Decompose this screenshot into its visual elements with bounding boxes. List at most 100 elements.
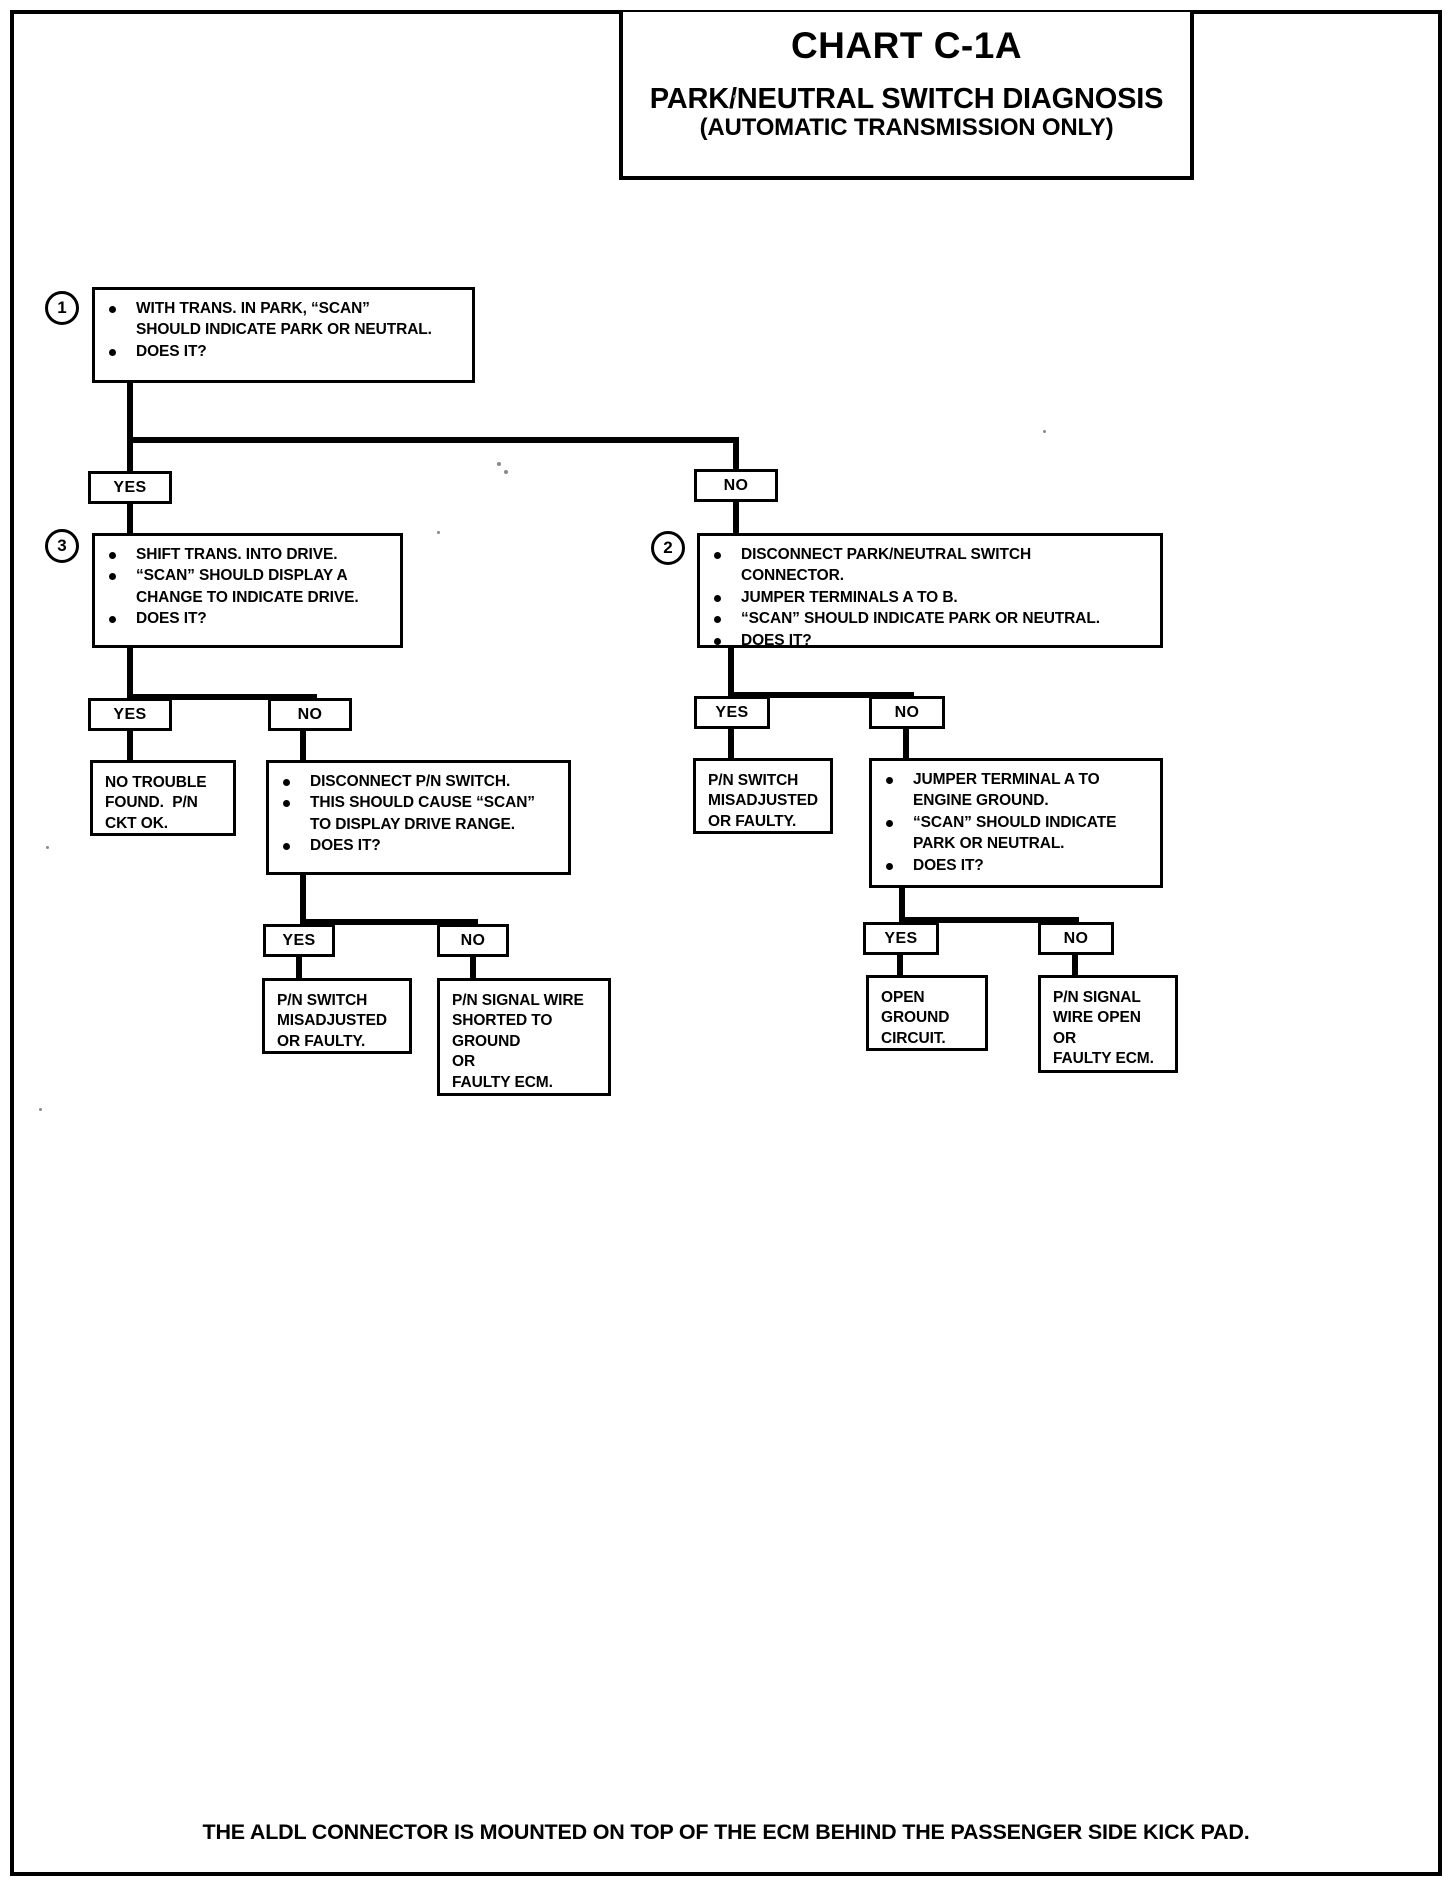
footer-note: THE ALDL CONNECTOR IS MOUNTED ON TOP OF … xyxy=(202,1820,1250,1844)
connector-line xyxy=(127,437,739,443)
result-text: P/N SIGNAL WIRE SHORTED TO GROUND OR FAU… xyxy=(452,992,584,1091)
bullet-icon xyxy=(714,616,721,624)
result-pn-signal-open: P/N SIGNAL WIRE OPEN OR FAULTY ECM. xyxy=(1038,975,1178,1073)
list-item: SHOULD INDICATE PARK OR NEUTRAL. xyxy=(136,321,432,339)
connector-line xyxy=(733,437,739,473)
branch-label-no[interactable]: NO xyxy=(437,924,509,957)
list-item: DISCONNECT PARK/NEUTRAL SWITCH xyxy=(710,545,1152,565)
connector-line xyxy=(728,648,734,698)
connector-line xyxy=(903,729,909,761)
result-no-trouble-found: NO TROUBLE FOUND. P/N CKT OK. xyxy=(90,760,236,836)
chart-id: CHART C-1A xyxy=(790,25,1023,66)
step-number-3-label: 3 xyxy=(57,536,67,555)
list-item: DOES IT? xyxy=(279,836,560,856)
connector-line xyxy=(300,731,306,763)
list-item: THIS SHOULD CAUSE “SCAN” xyxy=(279,793,560,813)
connector-line xyxy=(899,917,1079,923)
scan-speckle xyxy=(39,1108,42,1111)
list-item: JUMPER TERMINALS A TO B. xyxy=(710,588,1152,608)
scan-speckle xyxy=(504,470,508,474)
bullet-icon xyxy=(109,616,116,624)
bullet-icon xyxy=(283,779,290,786)
branch-label-no[interactable]: NO xyxy=(694,469,778,502)
connector-line xyxy=(127,504,133,534)
bullet-icon xyxy=(283,800,290,808)
branch-label-no[interactable]: NO xyxy=(268,698,352,731)
branch-label-yes[interactable]: YES xyxy=(694,696,770,729)
result-pn-switch-misadjusted-right: P/N SWITCH MISADJUSTED OR FAULTY. xyxy=(693,758,833,834)
branch-label-no[interactable]: NO xyxy=(869,696,945,729)
page-subtitle: (AUTOMATIC TRANSMISSION ONLY) xyxy=(699,114,1114,142)
step-number-1-label: 1 xyxy=(57,298,67,317)
list-item: DOES IT? xyxy=(882,856,1152,876)
connector-line xyxy=(470,957,476,981)
scan-speckle xyxy=(46,846,49,849)
result-text: NO TROUBLE FOUND. P/N CKT OK. xyxy=(105,774,207,832)
step-3-box[interactable]: SHIFT TRANS. INTO DRIVE. “SCAN” SHOULD D… xyxy=(92,533,403,648)
list-item: DISCONNECT P/N SWITCH. xyxy=(279,772,560,792)
step-number-2-label: 2 xyxy=(663,538,673,557)
connector-line xyxy=(127,648,133,700)
bullet-icon xyxy=(886,777,893,784)
disconnect-pn-switch-box[interactable]: DISCONNECT P/N SWITCH. THIS SHOULD CAUSE… xyxy=(266,760,571,875)
list-item: CHANGE TO INDICATE DRIVE. xyxy=(136,588,359,606)
scan-speckle xyxy=(497,462,501,466)
step-number-2: 2 xyxy=(651,531,685,565)
connector-line xyxy=(1072,955,1078,977)
list-item: TO DISPLAY DRIVE RANGE. xyxy=(310,815,515,833)
list-item: DOES IT? xyxy=(710,631,1152,651)
bullet-icon xyxy=(109,573,116,581)
scan-speckle xyxy=(733,95,736,98)
branch-label-yes[interactable]: YES xyxy=(88,471,172,504)
scan-speckle xyxy=(437,531,440,534)
connector-line xyxy=(728,729,734,761)
step-number-1: 1 xyxy=(45,291,79,325)
bullet-icon xyxy=(886,819,893,827)
branch-label-yes[interactable]: YES xyxy=(863,922,939,955)
step-3-list: SHIFT TRANS. INTO DRIVE. “SCAN” SHOULD D… xyxy=(105,545,392,630)
result-text: P/N SIGNAL WIRE OPEN OR FAULTY ECM. xyxy=(1053,989,1154,1068)
connector-line xyxy=(127,437,133,473)
list-item: DOES IT? xyxy=(105,609,392,629)
list-item: “SCAN” SHOULD INDICATE xyxy=(882,813,1152,833)
connector-line xyxy=(897,955,903,977)
list-item: PARK OR NEUTRAL. xyxy=(913,835,1065,853)
list-item: “SCAN” SHOULD INDICATE PARK OR NEUTRAL. xyxy=(710,609,1152,629)
step-1-list: WITH TRANS. IN PARK, “SCAN” SHOULD INDIC… xyxy=(105,299,464,362)
list-item: “SCAN” SHOULD DISPLAY A xyxy=(105,566,392,586)
branch-label-yes[interactable]: YES xyxy=(263,924,335,957)
connector-line xyxy=(899,888,905,930)
bullet-icon xyxy=(283,843,290,851)
list-item: DOES IT? xyxy=(105,342,464,362)
bullet-icon xyxy=(714,637,721,645)
result-open-ground-circuit: OPEN GROUND CIRCUIT. xyxy=(866,975,988,1051)
list-item: ENGINE GROUND. xyxy=(913,792,1049,810)
connector-line xyxy=(127,383,133,439)
step-2-list: DISCONNECT PARK/NEUTRAL SWITCH CONNECTOR… xyxy=(710,545,1152,651)
connector-line xyxy=(127,694,317,700)
step-number-3: 3 xyxy=(45,529,79,563)
result-text: P/N SWITCH MISADJUSTED OR FAULTY. xyxy=(708,772,818,830)
connector-line xyxy=(728,692,914,698)
bullet-icon xyxy=(886,862,893,870)
bullet-icon xyxy=(714,594,721,602)
result-pn-switch-misadjusted-left: P/N SWITCH MISADJUSTED OR FAULTY. xyxy=(262,978,412,1054)
scan-speckle xyxy=(1043,430,1046,433)
jumper-engine-ground-box[interactable]: JUMPER TERMINAL A TO ENGINE GROUND. “SCA… xyxy=(869,758,1163,888)
connector-line xyxy=(300,875,306,925)
jumper-ground-list: JUMPER TERMINAL A TO ENGINE GROUND. “SCA… xyxy=(882,770,1152,876)
disconnect-pn-list: DISCONNECT P/N SWITCH. THIS SHOULD CAUSE… xyxy=(279,772,560,857)
step-1-box[interactable]: WITH TRANS. IN PARK, “SCAN” SHOULD INDIC… xyxy=(92,287,475,383)
result-text: OPEN GROUND CIRCUIT. xyxy=(881,989,950,1047)
branch-label-yes[interactable]: YES xyxy=(88,698,172,731)
connector-line xyxy=(300,919,478,925)
bullet-icon xyxy=(109,348,116,356)
bullet-icon xyxy=(714,552,721,559)
bullet-icon xyxy=(109,552,116,559)
connector-line xyxy=(733,502,739,534)
branch-label-no[interactable]: NO xyxy=(1038,922,1114,955)
list-item: SHIFT TRANS. INTO DRIVE. xyxy=(105,545,392,565)
list-item: WITH TRANS. IN PARK, “SCAN” xyxy=(105,299,464,319)
step-2-box[interactable]: DISCONNECT PARK/NEUTRAL SWITCH CONNECTOR… xyxy=(697,533,1163,651)
